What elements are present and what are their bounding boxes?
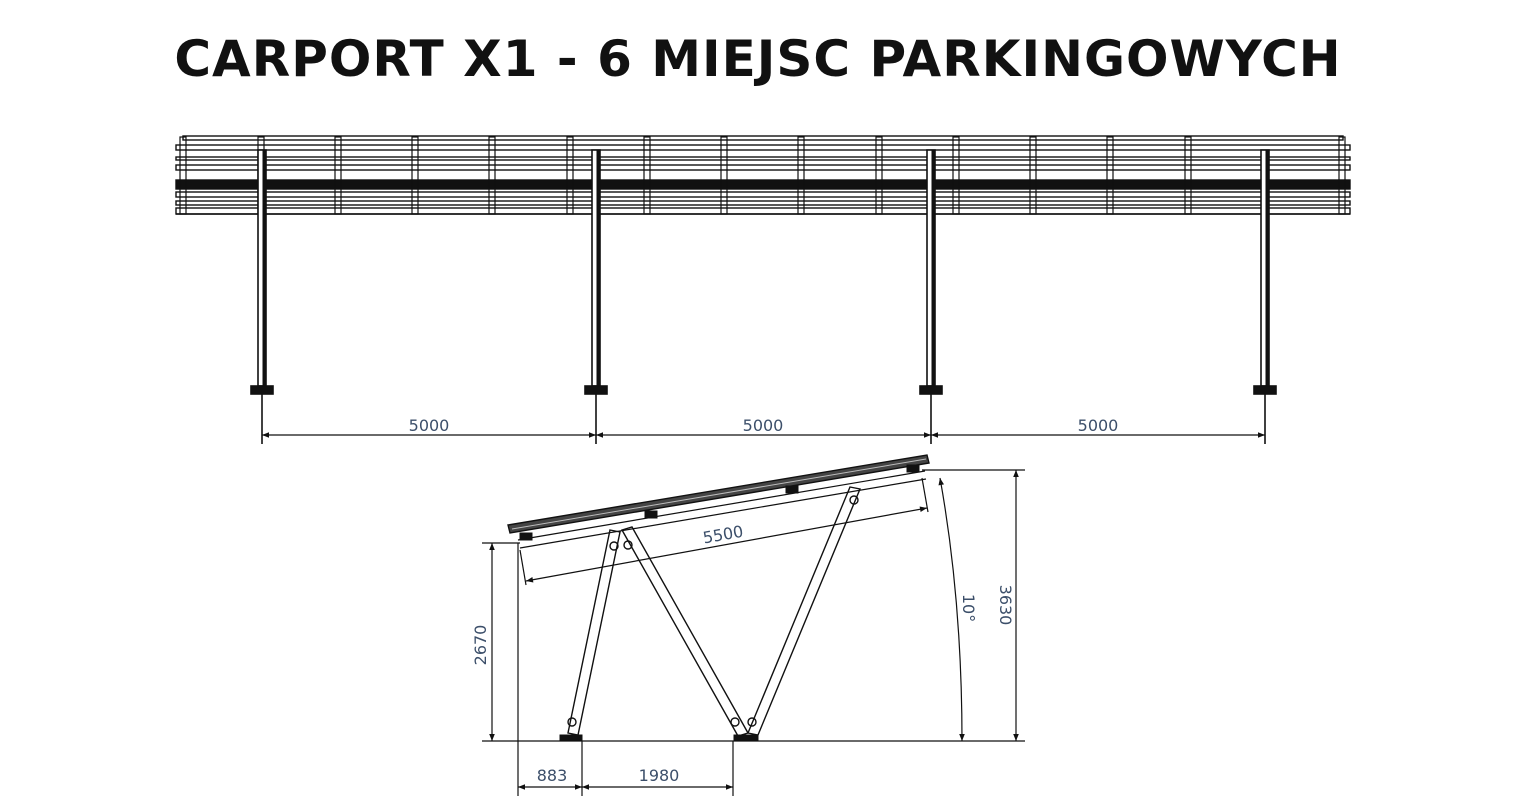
columns xyxy=(250,149,1277,444)
panel-length-label: 5500 xyxy=(701,522,744,548)
side-view xyxy=(482,454,1025,796)
low-height-label: 2670 xyxy=(471,625,490,666)
page-title: CARPORT X1 - 6 MIEJSC PARKINGOWYCH xyxy=(174,30,1342,88)
foot-spacing-label: 1980 xyxy=(639,766,680,785)
solar-panel xyxy=(507,454,930,534)
column-4 xyxy=(1253,149,1277,444)
panel-length-dimension xyxy=(519,477,929,586)
span-1-label: 5000 xyxy=(409,416,450,435)
front-view xyxy=(175,135,1351,444)
roof-rails xyxy=(175,135,1351,215)
span-2-label: 5000 xyxy=(743,416,784,435)
height-dimensions xyxy=(489,470,1019,741)
column-1 xyxy=(250,149,274,444)
feet xyxy=(559,734,759,742)
column-2 xyxy=(584,149,608,444)
front-offset-label: 883 xyxy=(537,766,568,785)
tilt-angle-arc xyxy=(938,477,965,742)
rail-clamps xyxy=(179,136,1346,215)
high-height-label: 3630 xyxy=(996,585,1015,626)
span-3-label: 5000 xyxy=(1078,416,1119,435)
column-3 xyxy=(919,149,943,444)
tilt-angle-label: 10° xyxy=(959,594,978,622)
